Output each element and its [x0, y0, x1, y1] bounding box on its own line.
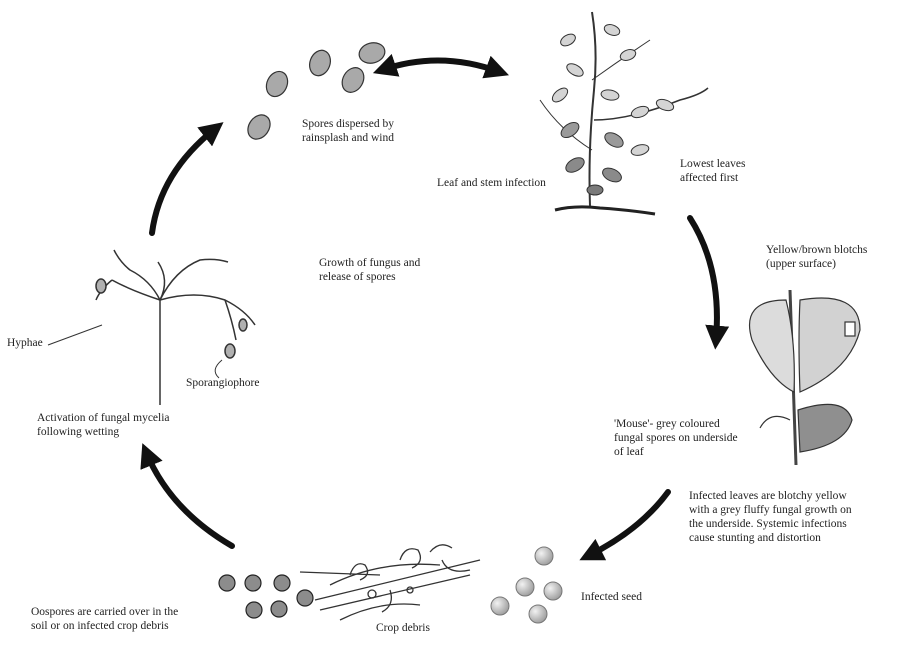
- label-line: cause stunting and distortion: [689, 532, 821, 544]
- label-line: Lowest leaves: [680, 158, 746, 170]
- hyphae-icon: [47, 249, 256, 405]
- label-lowest-leaves: Lowest leaves affected first: [680, 157, 745, 185]
- label-line: with a grey fluffy fungal growth on: [689, 504, 852, 516]
- label-mouse-grey-spores: 'Mouse'- grey coloured fungal spores on …: [614, 417, 738, 459]
- label-line: soil or on infected crop debris: [31, 620, 169, 632]
- label-line: Activation of fungal mycelia: [37, 412, 170, 424]
- label-yellow-brown-blotches: Yellow/brown blotchs (upper surface): [766, 243, 867, 271]
- infected-leaf-icon: [748, 289, 861, 466]
- label-line: following wetting: [37, 426, 120, 438]
- label-line: Yellow/brown blotchs: [766, 244, 868, 256]
- label-hyphae: Hyphae: [7, 337, 43, 349]
- label-line: of leaf: [614, 446, 644, 458]
- infected-seeds-icon: [490, 546, 563, 624]
- crop-debris-icon: [299, 544, 481, 621]
- label-line: fungal spores on underside: [614, 432, 738, 444]
- label-oospores: Oospores are carried over in the soil or…: [31, 605, 178, 633]
- label-infected-leaves-description: Infected leaves are blotchy yellow with …: [689, 489, 852, 545]
- label-line: 'Mouse'- grey coloured: [614, 418, 720, 430]
- label-line: release of spores: [319, 271, 396, 283]
- pea-plant-icon: [539, 11, 709, 216]
- label-line: affected first: [680, 172, 739, 184]
- label-sporangiophore: Sporangiophore: [186, 377, 260, 389]
- arrow-mycelia-to-spores: [149, 122, 224, 236]
- label-growth-of-fungus: Growth of fungus and release of spores: [319, 256, 420, 284]
- label-line: Spores dispersed by: [302, 118, 394, 130]
- label-activation-of-mycelia: Activation of fungal mycelia following w…: [37, 411, 170, 439]
- label-line: Infected leaves are blotchy yellow: [689, 490, 847, 502]
- label-line: the underside. Systemic infections: [689, 518, 847, 530]
- label-line: (upper surface): [766, 258, 836, 270]
- label-line: Oospores are carried over in the: [31, 606, 179, 618]
- label-line: rainsplash and wind: [302, 132, 394, 144]
- arrow-plant-to-leaf: [687, 215, 730, 350]
- oospores-icon: [218, 574, 314, 619]
- spores-icon: [247, 42, 386, 140]
- label-spores-dispersed: Spores dispersed by rainsplash and wind: [302, 117, 394, 145]
- label-crop-debris: Crop debris: [376, 622, 430, 634]
- arrow-debris-to-mycelia: [140, 443, 235, 549]
- label-infected-seed: Infected seed: [581, 591, 642, 603]
- arrow-leaf-to-seed: [579, 489, 671, 561]
- label-line: Growth of fungus and: [319, 257, 421, 269]
- label-leaf-stem-infection: Leaf and stem infection: [437, 177, 546, 189]
- arrow-spores-to-plant: [372, 53, 510, 79]
- cycle-arrows: [140, 53, 730, 561]
